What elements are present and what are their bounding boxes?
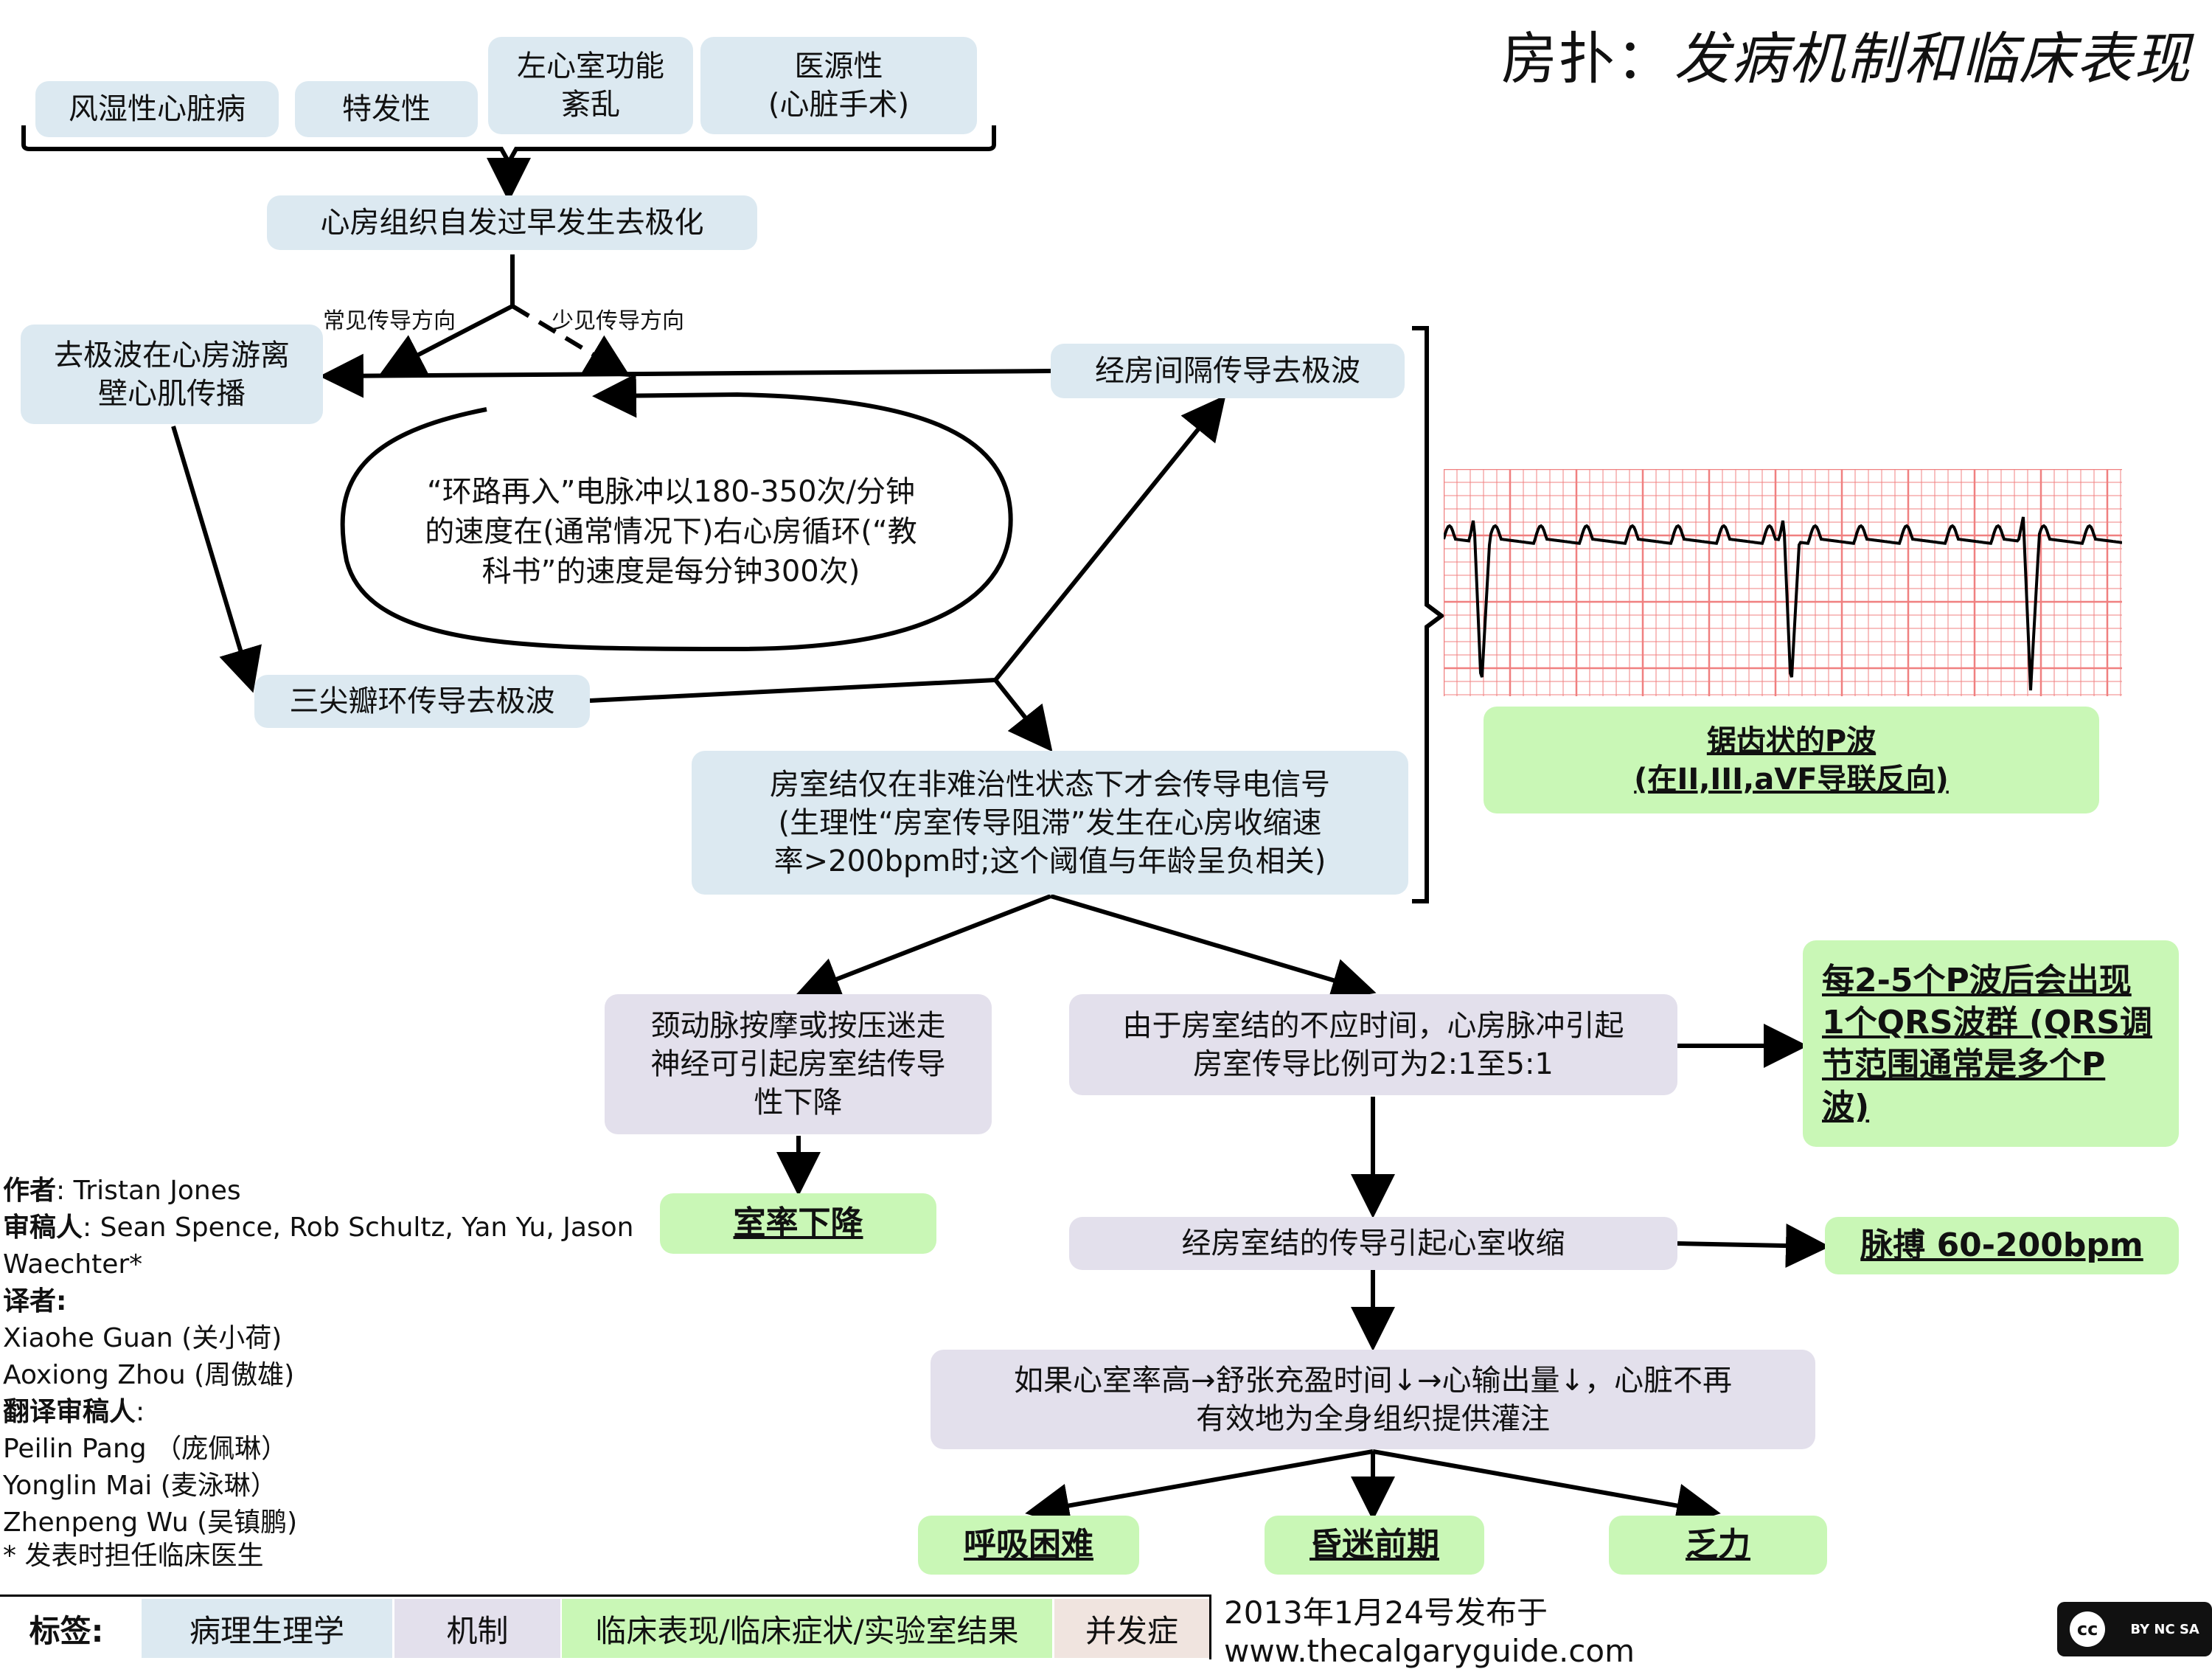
- credit-note: * 发表时担任临床医生: [3, 1541, 264, 1571]
- tag-mechanism[interactable]: 机制: [394, 1599, 560, 1658]
- tags-label: 标签:: [29, 1612, 104, 1649]
- reviewer-names-cont: Waechter*: [3, 1249, 143, 1280]
- trans-reviewer-colon: :: [136, 1397, 145, 1427]
- node-ventricular-rate-down: 室率下降: [660, 1193, 936, 1254]
- node-reentry-loop: “环路再入”电脉冲以180-350次/分钟 的速度在(通常情况下)右心房循环(“…: [425, 475, 917, 589]
- trans-reviewer-label: 翻译审稿人: [3, 1397, 136, 1427]
- node-dyspnea: 呼吸困难: [918, 1516, 1139, 1575]
- cause-lv-dysfunction: 左心室功能 紊乱: [488, 37, 693, 134]
- ecg-brace: [1412, 326, 1445, 903]
- label-common-direction: 常见传导方向: [323, 308, 456, 334]
- credit-trans-reviewer: 翻译审稿人:: [3, 1394, 634, 1431]
- page-title: 房扑：发病机制和临床表现: [1501, 13, 2191, 94]
- reviewer-label: 审稿人: [3, 1212, 83, 1243]
- node-premature-depolarization: 心房组织自发过早发生去极化: [267, 195, 757, 250]
- translator-label: 译者: [3, 1286, 57, 1316]
- reviewer-names: : Sean Spence, Rob Schultz, Yan Yu, Jaso…: [83, 1212, 634, 1243]
- node-presyncope: 昏迷前期: [1265, 1516, 1484, 1575]
- trans-reviewer-1: Peilin Pang （庞佩琳）: [3, 1434, 288, 1464]
- cc-icon: cc: [2070, 1611, 2106, 1647]
- trans-reviewer-2: Yonglin Mai (麦泳琳）: [3, 1471, 277, 1501]
- node-septal: 经房间隔传导去极波: [1051, 344, 1405, 398]
- label-rare-direction: 少见传导方向: [552, 308, 684, 334]
- license-text: BY NC SA: [2130, 1621, 2199, 1637]
- cause-idiopathic: 特发性: [295, 81, 478, 137]
- author-label: 作者: [3, 1176, 57, 1206]
- ecg-trace: [1444, 516, 2122, 691]
- title-prefix: 房扑：: [1501, 26, 1674, 91]
- author-name: : Tristan Jones: [56, 1176, 241, 1206]
- footer-bar: 标签: 病理生理学 机制 临床表现/临床症状/实验室结果 并发症 2013年1月…: [0, 1595, 2212, 1669]
- node-conduction-ratio: 由于房室结的不应时间，心房脉冲引起 房室传导比例可为2:1至5:1: [1069, 994, 1677, 1095]
- node-sawtooth-p-wave: 锯齿状的P波 (在II,III,aVF导联反向): [1484, 707, 2099, 813]
- credit-translator: 译者:: [3, 1283, 634, 1320]
- credit-reviewer: 审稿人: Sean Spence, Rob Schultz, Yan Yu, J…: [3, 1210, 634, 1246]
- node-av-node: 房室结仅在非难治性状态下才会传导电信号 (生理性“房室传导阻滞”发生在心房收缩速…: [692, 751, 1408, 895]
- translator-1: Xiaohe Guan (关小荷): [3, 1323, 282, 1353]
- node-vagal-maneuver: 颈动脉按摩或按压迷走 神经可引起房室结传导 性下降: [605, 994, 992, 1134]
- node-pulse: 脉搏 60-200bpm: [1825, 1217, 2179, 1274]
- trans-reviewer-3: Zhenpeng Wu (吴镇鹏): [3, 1507, 298, 1538]
- title-main: 发病机制和临床表现: [1674, 26, 2191, 91]
- credit-author: 作者: Tristan Jones: [3, 1173, 634, 1210]
- cause-rheumatic: 风湿性心脏病: [35, 81, 279, 137]
- credits: 作者: Tristan Jones 审稿人: Sean Spence, Rob …: [3, 1173, 634, 1571]
- tag-clinical-findings[interactable]: 临床表现/临床症状/实验室结果: [562, 1599, 1052, 1658]
- tag-pathophysiology[interactable]: 病理生理学: [142, 1599, 392, 1658]
- cc-license-badge[interactable]: cc BY NC SA: [2057, 1602, 2212, 1656]
- translator-2: Aoxiong Zhou (周傲雄): [3, 1360, 295, 1390]
- published-date: 2013年1月24号发布于 www.thecalgaryguide.com: [1224, 1595, 1635, 1669]
- node-tricuspid: 三尖瓣环传导去极波: [254, 675, 590, 728]
- node-fatigue: 乏力: [1609, 1516, 1827, 1575]
- ecg-strip: [1444, 469, 2122, 696]
- node-free-wall: 去极波在心房游离 壁心肌传播: [21, 325, 323, 424]
- tag-complications[interactable]: 并发症: [1054, 1599, 1209, 1658]
- cause-iatrogenic: 医源性 (心脏手术): [700, 37, 977, 134]
- node-ventricular-contraction: 经房室结的传导引起心室收缩: [1069, 1217, 1677, 1270]
- translator-colon: :: [56, 1286, 67, 1316]
- node-qrs-every-2-5: 每2-5个P波后会出现 1个QRS波群 (QRS调 节范围通常是多个P 波): [1803, 940, 2179, 1147]
- node-high-ventricular-rate: 如果心室率高→舒张充盈时间↓→心输出量↓，心脏不再 有效地为全身组织提供灌注: [931, 1350, 1815, 1449]
